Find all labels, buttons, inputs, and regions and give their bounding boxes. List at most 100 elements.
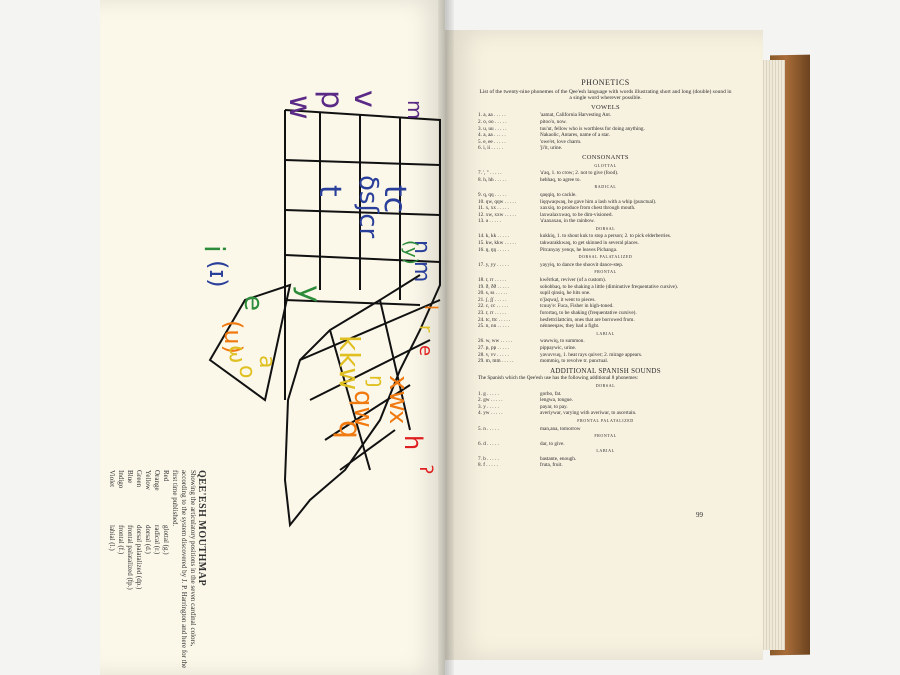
phoneme-row: 5. n . . . . .man,ana, tomorrow [478, 426, 733, 433]
page-intro: List of the twenty-nine phonemes of the … [479, 88, 732, 102]
phoneme-label: 8. h, hh . . . . . [478, 176, 507, 183]
phoneme-example: takwarakkwaq, to get skinned in several … [540, 240, 639, 247]
svg-text:q: q [332, 420, 367, 439]
phoneme-label: 27. p, pp . . . . . [478, 344, 510, 351]
group-heading: FRONTAL [594, 433, 617, 439]
phoneme-label: 5. n . . . . . [478, 425, 499, 432]
phoneme-example: xaxxiq, to produce from chest through mo… [540, 205, 636, 212]
phoneme-row: 18. r, rr . . . . .kwěrrkat, reviver (of… [478, 277, 733, 284]
phoneme-label: 6. d . . . . . [478, 440, 499, 447]
svg-text:e: e [238, 295, 268, 311]
phoneme-row: 22. c, cc . . . . .tcuuy'e: Fuca, Fisher… [478, 303, 733, 310]
phoneme-example: yavuvvuq, 1. heat rays quiver; 2. mirage… [540, 351, 643, 358]
svg-text:a: a [254, 355, 279, 368]
svg-text:(y): (y) [400, 240, 421, 265]
svg-text:(ɪ): (ɪ) [204, 260, 232, 288]
phoneme-row: 24. tc, ttc . . . . . hesfettcilattcim, o… [478, 317, 733, 324]
phoneme-label: 29. m, mm . . . . . [478, 358, 514, 365]
phoneme-row: 8. f . . . . .fruta, fruit. [478, 462, 733, 469]
book-gutter [438, 0, 454, 675]
phoneme-label: 14. k, kk . . . . . [478, 233, 510, 240]
svg-text:ʔ: ʔ [415, 465, 436, 474]
phoneme-example: gorbo, fat. [540, 390, 562, 397]
phoneme-example: sobobbaq, to be shaking a little (diminu… [540, 283, 679, 290]
phoneme-label: 11. x, xx . . . . . [478, 205, 509, 212]
right-page [445, 30, 763, 660]
phoneme-row: 19. ð, ðð . . . . .sobobbaq, to be shaki… [478, 284, 733, 291]
svg-text:i: i [198, 245, 231, 253]
phoneme-row: 3. u, uu . . . . .tuu'ut, fellow who is … [478, 126, 733, 133]
phoneme-row: 20. s, ss . . . . . supil qinsiq, he hits… [478, 290, 733, 297]
mouthmap-grid [283, 109, 441, 528]
phoneme-example: hehhaq, to agree to. [540, 176, 581, 183]
phoneme-label: 3. u, uu . . . . . [478, 125, 507, 132]
svg-text:qw: qw [348, 390, 378, 428]
phoneme-example: mommiq, to revolve tr. punctual. [540, 358, 609, 365]
phoneme-example: hesfettcilattcim, ones that are borrowed… [540, 316, 635, 323]
svg-text:(u): (u) [219, 320, 247, 354]
group-heading: LABIAL [596, 448, 615, 454]
phoneme-row: 2. o, oo . . . . .pitoo'o, now. [478, 119, 733, 126]
phoneme-example: liqqwaqwaq, he gave him a lash with a wh… [540, 198, 657, 205]
phoneme-label: 20. s, ss . . . . . [478, 290, 508, 297]
svg-text:δsʃcr: δsʃcr [353, 175, 383, 238]
phoneme-row: 13. ə . . . . .'a'aaxaxau, in the rainbo… [478, 218, 733, 225]
phoneme-example: laxwalaxxwaq, to be dim-visioned. [540, 211, 613, 218]
phoneme-label: 9. q, qq . . . . . [478, 191, 507, 198]
group-heading: LABIAL [596, 330, 615, 336]
phoneme-row: 17. y, yy . . . . .yayyiq, to dance the … [478, 262, 733, 269]
phoneme-row: 6. d . . . . . dar, to give. [478, 441, 733, 448]
group-heading: DORSAL [595, 225, 616, 231]
mouthmap-letters: w p v m t δsʃcr tc n m (y) y kkw ŋ qw xw… [198, 90, 441, 474]
svg-text:h: h [399, 435, 427, 450]
phoneme-row: 27. p, pp . . . . .pippaywic, urine. [478, 345, 733, 352]
phoneme-row: 15. kw, kkw . . . . . takwarakkwaq, to ge… [478, 240, 733, 247]
svg-text:y: y [292, 285, 327, 303]
mouthmap-legend: QEE'ESH MOUTHMAP Showing the articulator… [107, 470, 207, 670]
phoneme-example: Nakaolic, Antares, name of a star. [540, 132, 611, 139]
phoneme-example: yayyiq, to dance the shoovit dance-step. [540, 261, 624, 268]
phoneme-row: 3. y . . . . .payar, to pay. [478, 404, 733, 411]
vowels-heading: VOWELS [591, 103, 620, 111]
phoneme-label: 7. ', '' . . . . . [478, 170, 502, 177]
phoneme-label: 12. xw, xxw . . . . . [478, 211, 517, 218]
phoneme-example: dar, to give. [540, 440, 565, 447]
svg-text:w: w [282, 95, 317, 120]
svg-text:t: t [312, 185, 347, 197]
phoneme-example: 'owe'et, love charm. [540, 138, 582, 145]
phoneme-row: 11. x, xx . . . . . xaxxiq, to produce fr… [478, 205, 733, 212]
phoneme-example: Pitcanyay yenqs, he leaves Pichanga. [540, 246, 618, 253]
phoneme-example: 'ji'it, urine. [540, 145, 563, 152]
phoneme-row: 1. g . . . . .gorbo, fat. [478, 391, 733, 398]
phoneme-label: 26. w, ww . . . . . [478, 338, 513, 345]
svg-text:x: x [384, 410, 412, 424]
phoneme-label: 16. ŋ, ŋŋ . . . . . [478, 246, 510, 253]
phoneme-example: wawwiq, to summon. [540, 338, 585, 345]
group-heading: FRONTAL [594, 269, 617, 275]
phoneme-example: 'aamat, California Harvesting Ant. [540, 112, 612, 119]
phoneme-example: bastante, enough. [540, 455, 577, 462]
phoneme-label: 5. e, ee . . . . . [478, 138, 506, 145]
phoneme-label: 24. tc, ttc . . . . . [478, 316, 511, 323]
phoneme-example: tcuuy'e: Fuca, Fisher in high-toned. [540, 303, 614, 310]
phoneme-example: supil qinsiq, he hits one. [540, 290, 591, 297]
phoneme-row: 1. a, aa . . . . . 'aamat, California Har… [478, 112, 733, 119]
phoneme-label: 4. a, aa . . . . . [478, 132, 506, 139]
phoneme-label: 10. qw, qqw . . . . . [478, 198, 517, 205]
phoneme-example: kukkiq, 1. to shout kuk to stop a person… [540, 233, 672, 240]
svg-text:kkw: kkw [333, 335, 366, 390]
phoneme-example: 'a'aaxaxau, in the rainbow. [540, 218, 595, 225]
phoneme-example: fruta, fruit. [540, 462, 563, 469]
spanish-intro: The Spanish which the Qee'esh use has th… [478, 375, 639, 382]
phoneme-label: 1. a, aa . . . . . [478, 112, 506, 119]
svg-text:xw: xw [383, 375, 413, 412]
phoneme-label: 28. v, vv . . . . . [478, 351, 509, 358]
phoneme-row: 6. i, ii . . . . .'ji'it, urine. [478, 145, 733, 152]
phoneme-label: 23. r, rr . . . . . [478, 310, 507, 316]
phoneme-label: 15. kw, kkw . . . . . [478, 240, 517, 247]
